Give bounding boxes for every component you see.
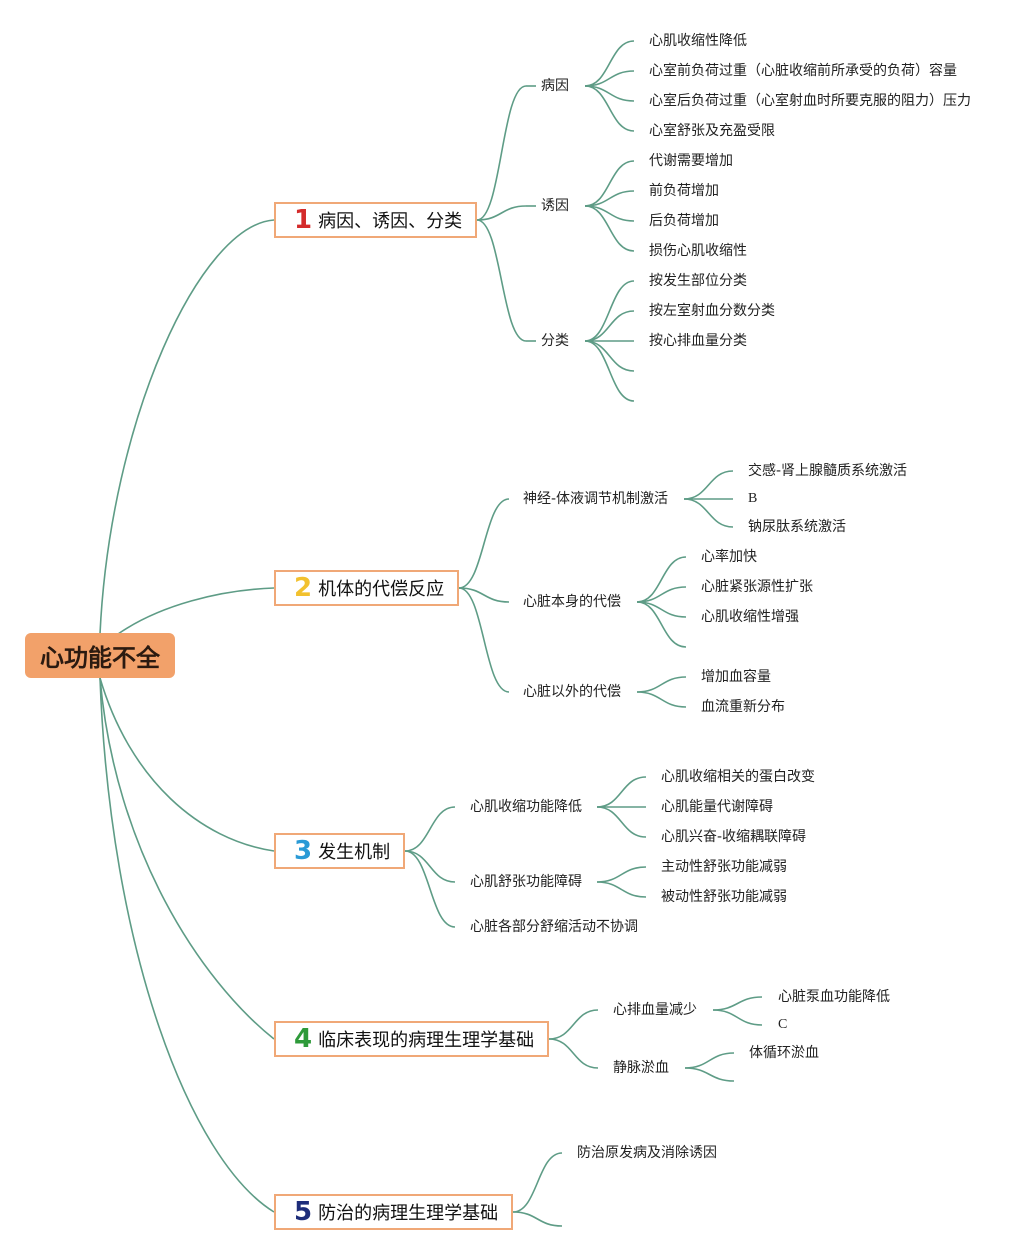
branch-compensatory-response[interactable]: 2 机体的代偿反应 bbox=[274, 570, 459, 606]
node-contraction-decrease[interactable]: 心肌收缩功能降低 bbox=[470, 799, 582, 815]
link-etiology bbox=[476, 85, 527, 221]
link-output-leaf-1 bbox=[712, 996, 763, 1011]
branch-etiology-trigger-classification[interactable]: 1 病因、诱因、分类 bbox=[274, 202, 477, 238]
node-incoordination[interactable]: 心脏各部分舒缩活动不协调 bbox=[470, 919, 638, 935]
link-congestion-leaf-2 bbox=[684, 1067, 735, 1082]
node-cardiac-output-decrease[interactable]: 心排血量减少 bbox=[613, 1002, 697, 1018]
link-cardiac-leaf-1 bbox=[636, 556, 687, 603]
leaf-etiology-2[interactable]: 心室前负荷过重（心脏收缩前所承受的负荷）容量 bbox=[649, 63, 957, 79]
link-relaxation-leaf-1 bbox=[596, 866, 647, 883]
node-relaxation-disorder[interactable]: 心肌舒张功能障碍 bbox=[470, 874, 582, 890]
leaf-output-2[interactable]: C bbox=[778, 1017, 788, 1032]
link-trigger bbox=[476, 205, 527, 221]
link-neurohumoral bbox=[458, 498, 510, 589]
branch-label: 机体的代偿反应 bbox=[318, 579, 445, 600]
branch-label: 发生机制 bbox=[318, 842, 391, 863]
leaf-trigger-4[interactable]: 损伤心肌收缩性 bbox=[649, 243, 747, 259]
link-extracardiac-leaf-2 bbox=[636, 691, 687, 708]
link-classification-leaf-5 bbox=[584, 340, 635, 402]
leaf-relaxation-2[interactable]: 被动性舒张功能减弱 bbox=[661, 889, 787, 905]
leaf-etiology-4[interactable]: 心室舒张及充盈受限 bbox=[649, 123, 775, 139]
leaf-classification-3[interactable]: 按心排血量分类 bbox=[649, 333, 747, 349]
branch-clinical-manifestations[interactable]: 4 临床表现的病理生理学基础 bbox=[274, 1021, 549, 1057]
branch-number-3: 3 bbox=[294, 836, 313, 866]
root-node[interactable]: 心功能不全 bbox=[25, 633, 175, 678]
leaf-classification-2[interactable]: 按左室射血分数分类 bbox=[649, 303, 775, 319]
link-relaxation bbox=[404, 850, 456, 883]
leaf-contraction-1[interactable]: 心肌收缩相关的蛋白改变 bbox=[661, 769, 815, 785]
branch-number-5: 5 bbox=[294, 1197, 313, 1227]
link-contraction-leaf-1 bbox=[596, 776, 647, 808]
link-output bbox=[548, 1009, 599, 1040]
node-cardiac-compensation[interactable]: 心脏本身的代偿 bbox=[523, 594, 621, 610]
link-congestion bbox=[548, 1038, 599, 1069]
leaf-neurohumoral-1[interactable]: 交感-肾上腺髓质系统激活 bbox=[748, 463, 908, 479]
link-etiology-leaf-4 bbox=[584, 85, 635, 132]
node-venous-congestion[interactable]: 静脉淤血 bbox=[613, 1060, 669, 1076]
link-extracardiac-leaf-1 bbox=[636, 676, 687, 693]
link-cardiac-leaf-4 bbox=[636, 601, 687, 648]
leaf-classification-1[interactable]: 按发生部位分类 bbox=[649, 273, 747, 289]
node-etiology[interactable]: 病因 bbox=[541, 78, 569, 94]
node-classification[interactable]: 分类 bbox=[541, 333, 569, 349]
leaf-cardiac-2[interactable]: 心脏紧张源性扩张 bbox=[701, 579, 813, 595]
link-classification-leaf-4 bbox=[584, 340, 635, 372]
link-classification-leaf-1 bbox=[584, 280, 635, 342]
link-incoordination bbox=[404, 850, 456, 928]
branch-prevention-treatment[interactable]: 5 防治的病理生理学基础 bbox=[274, 1194, 513, 1230]
node-trigger[interactable]: 诱因 bbox=[541, 198, 569, 214]
leaf-extracardiac-2[interactable]: 血流重新分布 bbox=[701, 699, 785, 715]
leaf-contraction-2[interactable]: 心肌能量代谢障碍 bbox=[661, 799, 773, 815]
node-extracardiac-compensation[interactable]: 心脏以外的代偿 bbox=[523, 684, 621, 700]
link-output-leaf-2 bbox=[712, 1009, 763, 1026]
root-link-5 bbox=[99, 677, 275, 1213]
link-neurohumoral-leaf-3 bbox=[683, 498, 734, 528]
link-classification bbox=[476, 219, 527, 342]
leaf-trigger-2[interactable]: 前负荷增加 bbox=[649, 183, 719, 199]
leaf-contraction-3[interactable]: 心肌兴奋-收缩耦联障碍 bbox=[661, 829, 807, 845]
link-trigger-leaf-4 bbox=[584, 205, 635, 252]
leaf-cardiac-3[interactable]: 心肌收缩性增强 bbox=[701, 609, 799, 625]
link-prevention-leaf-2 bbox=[512, 1211, 563, 1227]
node-neurohumoral[interactable]: 神经-体液调节机制激活 bbox=[523, 491, 669, 507]
link-cardiac bbox=[458, 587, 510, 603]
leaf-trigger-3[interactable]: 后负荷增加 bbox=[649, 213, 719, 229]
branch-label: 防治的病理生理学基础 bbox=[318, 1203, 499, 1224]
leaf-trigger-1[interactable]: 代谢需要增加 bbox=[649, 153, 733, 169]
link-congestion-leaf-1 bbox=[684, 1052, 735, 1069]
leaf-output-1[interactable]: 心脏泵血功能降低 bbox=[778, 989, 890, 1005]
link-contraction-leaf-3 bbox=[596, 806, 647, 838]
leaf-etiology-3[interactable]: 心室后负荷过重（心室射血时所要克服的阻力）压力 bbox=[649, 93, 971, 109]
leaf-neurohumoral-2[interactable]: B bbox=[748, 491, 758, 506]
branch-number-2: 2 bbox=[294, 573, 313, 603]
link-trigger-leaf-1 bbox=[584, 160, 635, 207]
leaf-extracardiac-1[interactable]: 增加血容量 bbox=[701, 669, 771, 685]
root-link-4 bbox=[99, 677, 275, 1040]
leaf-relaxation-1[interactable]: 主动性舒张功能减弱 bbox=[661, 859, 787, 875]
leaf-neurohumoral-3[interactable]: 钠尿肽系统激活 bbox=[748, 519, 846, 535]
branch-label: 病因、诱因、分类 bbox=[318, 211, 463, 232]
link-prevention-leaf-1 bbox=[512, 1152, 563, 1213]
branch-number-1: 1 bbox=[294, 205, 313, 235]
root-link-1 bbox=[99, 219, 275, 635]
root-link-3 bbox=[99, 677, 275, 852]
leaf-congestion-1[interactable]: 体循环淤血 bbox=[749, 1045, 819, 1061]
branch-label: 临床表现的病理生理学基础 bbox=[318, 1030, 535, 1051]
link-neurohumoral-leaf-1 bbox=[683, 470, 734, 500]
leaf-cardiac-1[interactable]: 心率加快 bbox=[701, 549, 757, 565]
link-extracardiac bbox=[458, 587, 510, 693]
branch-mechanism[interactable]: 3 发生机制 bbox=[274, 833, 405, 869]
leaf-etiology-1[interactable]: 心肌收缩性降低 bbox=[649, 33, 747, 49]
link-classification-leaf-2 bbox=[584, 310, 635, 342]
link-etiology-leaf-1 bbox=[584, 40, 635, 87]
root-link-2 bbox=[117, 587, 275, 635]
leaf-prevention-1[interactable]: 防治原发病及消除诱因 bbox=[577, 1145, 717, 1161]
link-relaxation-leaf-2 bbox=[596, 881, 647, 898]
branch-number-4: 4 bbox=[294, 1024, 313, 1054]
link-contraction bbox=[404, 806, 456, 852]
